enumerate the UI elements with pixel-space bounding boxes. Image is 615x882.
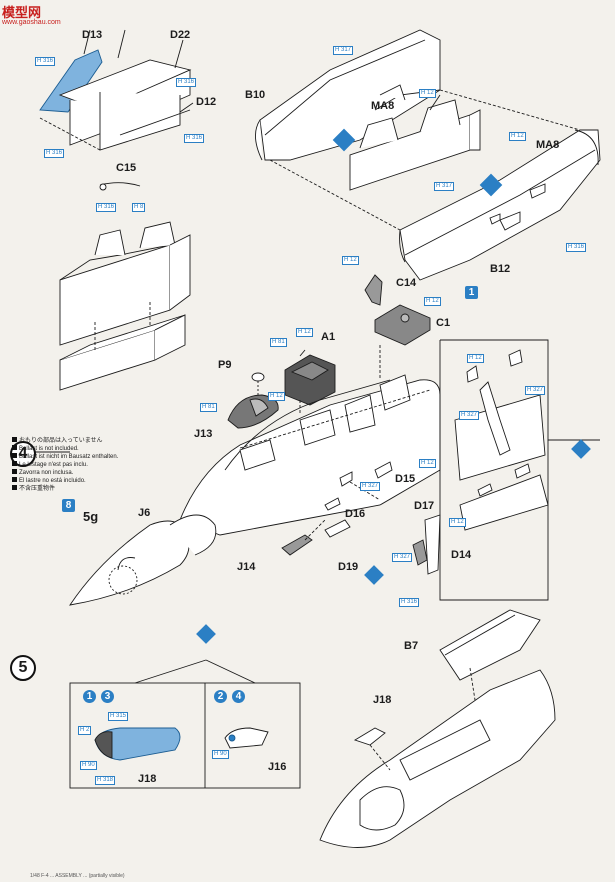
part-p9-j13 (227, 372, 279, 429)
color-code: H 2 (78, 726, 92, 735)
color-code: H 12 (419, 459, 436, 468)
color-code: H 316 (35, 57, 56, 66)
small-parts-lower (281, 461, 441, 575)
part-c14-c1 (364, 274, 431, 346)
weight-icon: 8 (62, 499, 75, 512)
cockpit-tub (59, 221, 191, 391)
part-label-b12: B12 (490, 263, 511, 275)
fuselage-cockpit-tub (349, 94, 481, 191)
part-label-d22: D22 (170, 29, 191, 41)
ballast-note-en: Ballast is not included. (12, 445, 79, 453)
part-label-d14: D14 (451, 549, 472, 561)
part-label-d17: D17 (414, 500, 435, 512)
part-label-c14: C14 (396, 277, 417, 289)
footer-text: 1/48 F-4 ... ASSEMBLY ... (partially vis… (30, 873, 125, 879)
color-code: H 316 (399, 598, 420, 607)
color-code: H 316 (566, 243, 587, 252)
color-code: H 327 (459, 411, 480, 420)
step5-fuselage (319, 609, 556, 848)
ballast-note-fr: Le lestage n'est pas inclu. (12, 461, 88, 469)
color-code: H 316 (184, 134, 205, 143)
part-label-ma8-a: MA8 (371, 100, 395, 112)
color-code: H 318 (95, 776, 116, 785)
color-code: H 316 (96, 203, 117, 212)
part-label-b7: B7 (404, 640, 419, 652)
weight-label: 5g (83, 509, 99, 524)
part-label-j13: J13 (194, 428, 213, 440)
color-code: H 12 (268, 392, 285, 401)
ballast-note-it: Zavorra non inclusa. (12, 469, 73, 477)
color-code: H 12 (424, 297, 441, 306)
part-label-j14: J14 (237, 561, 256, 573)
variant-2: 2 (214, 690, 227, 703)
color-code: H 12 (296, 328, 313, 337)
pilot-icon: 1 (465, 286, 478, 299)
watermark-logo: 模型网 (2, 5, 42, 20)
color-code: H 316 (176, 78, 197, 87)
variant-3: 3 (101, 690, 114, 703)
nose-cone-j6 (69, 514, 217, 606)
fuselage-half-b12 (269, 89, 601, 281)
color-code: H 90 (80, 761, 97, 770)
ballast-note-ja: おもりの部品は入っていません (12, 437, 103, 445)
part-label-a1: A1 (321, 331, 336, 343)
color-code: H 12 (342, 256, 359, 265)
ballast-note-de: Ballast ist nicht im Bausatz enthalten. (12, 453, 118, 461)
color-code: H 317 (434, 182, 455, 191)
forward-fuselage (179, 345, 441, 536)
color-code: H 12 (419, 89, 436, 98)
watermark-url: www.gaoshau.com (2, 19, 61, 26)
seat-rail-assembly (39, 29, 194, 191)
inset-detail (439, 339, 600, 601)
part-label-ma8-b: MA8 (536, 139, 560, 151)
part-label-j18-inset: J18 (138, 773, 157, 785)
color-code: H 12 (467, 354, 484, 363)
ballast-note-es: El lastre no está incluido. (12, 477, 86, 485)
color-code: H 12 (509, 132, 526, 141)
color-code: H 317 (333, 46, 354, 55)
part-a1 (284, 349, 336, 406)
color-code: H 8 (132, 203, 146, 212)
color-code: H 316 (44, 149, 65, 158)
color-code: H 315 (108, 712, 129, 721)
part-label-d13: D13 (82, 29, 103, 41)
variant-4: 4 (232, 690, 245, 703)
variant-inset (69, 659, 301, 789)
part-label-j6: J6 (138, 507, 151, 519)
part-label-j16: J16 (268, 761, 287, 773)
part-label-d12: D12 (196, 96, 217, 108)
color-code: H 81 (270, 338, 287, 347)
color-code: H 327 (392, 553, 413, 562)
part-label-j18-main: J18 (373, 694, 392, 706)
color-code: H 327 (360, 482, 381, 491)
variant-1: 1 (83, 690, 96, 703)
step-number-5: 5 (10, 655, 36, 681)
part-label-c1: C1 (436, 317, 451, 329)
part-label-p9: P9 (218, 359, 232, 371)
part-label-d16: D16 (345, 508, 366, 520)
part-label-d19: D19 (338, 561, 359, 573)
color-code: H 90 (212, 750, 229, 759)
part-label-d15: D15 (395, 473, 416, 485)
part-label-c15: C15 (116, 162, 137, 174)
part-label-b10: B10 (245, 89, 266, 101)
ballast-note-zh: 不含压重物件 (12, 485, 55, 493)
color-code: H 12 (449, 518, 466, 527)
color-code: H 327 (525, 386, 546, 395)
color-code: H 81 (200, 403, 217, 412)
